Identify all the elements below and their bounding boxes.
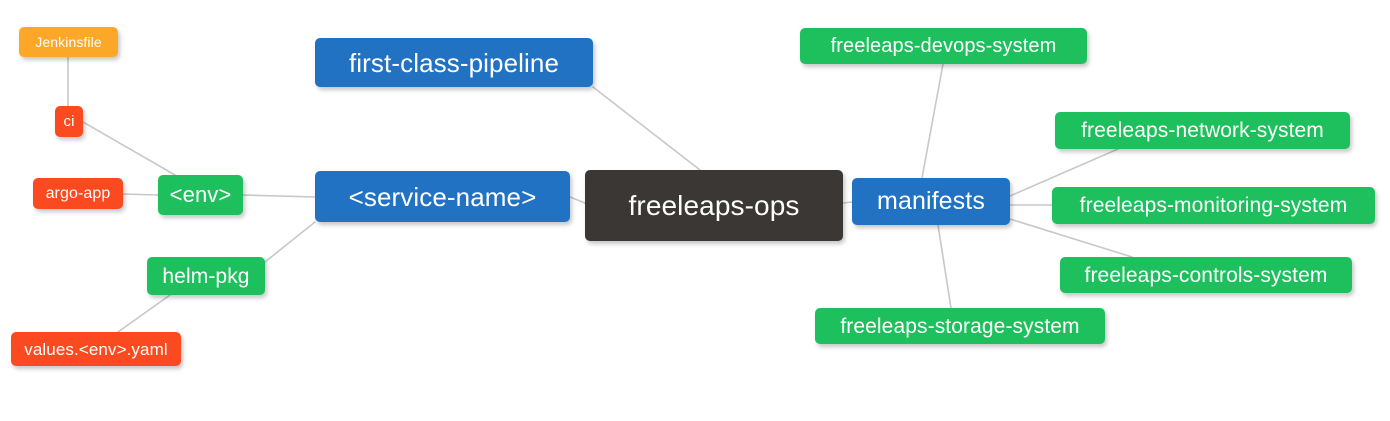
edge-service-name-to-helm-pkg: [264, 221, 316, 263]
mindmap-node-first-class-pipeline[interactable]: first-class-pipeline: [315, 38, 593, 87]
edge-freeleaps-ops-to-service-name: [569, 196, 586, 204]
mindmap-node-freeleaps-network-system[interactable]: freeleaps-network-system: [1055, 112, 1350, 149]
edge-manifests-to-freeleaps-storage-system: [937, 224, 952, 309]
mindmap-node-freeleaps-monitoring-system[interactable]: freeleaps-monitoring-system: [1052, 187, 1375, 224]
mindmap-node-freeleaps-storage-system[interactable]: freeleaps-storage-system: [815, 308, 1105, 344]
edge-env-to-ci: [82, 121, 176, 176]
mindmap-node-ci[interactable]: ci: [55, 106, 83, 137]
edge-manifests-to-freeleaps-devops-system: [921, 63, 944, 179]
mindmap-node-helm-pkg[interactable]: helm-pkg: [147, 257, 265, 295]
edge-service-name-to-env: [242, 194, 316, 198]
edge-env-to-argo-app: [122, 193, 159, 196]
mindmap-node-freeleaps-devops-system[interactable]: freeleaps-devops-system: [800, 28, 1087, 64]
mindmap-node-freeleaps-ops[interactable]: freeleaps-ops: [585, 170, 843, 241]
mindmap-node-service-name[interactable]: <service-name>: [315, 171, 570, 222]
mindmap-node-env[interactable]: <env>: [158, 175, 243, 215]
edge-manifests-to-freeleaps-controls-system: [1009, 218, 1133, 258]
mindmap-node-jenkinsfile[interactable]: Jenkinsfile: [19, 27, 118, 57]
mindmap-node-freeleaps-controls-system[interactable]: freeleaps-controls-system: [1060, 257, 1352, 293]
mindmap-node-argo-app[interactable]: argo-app: [33, 178, 123, 209]
mindmap-node-values-env-yaml[interactable]: values.<env>.yaml: [11, 332, 181, 366]
edge-freeleaps-ops-to-manifests: [842, 201, 853, 204]
edge-helm-pkg-to-values-env-yaml: [117, 294, 171, 333]
edge-freeleaps-ops-to-first-class-pipeline: [592, 86, 701, 171]
mindmap-node-manifests[interactable]: manifests: [852, 178, 1010, 225]
